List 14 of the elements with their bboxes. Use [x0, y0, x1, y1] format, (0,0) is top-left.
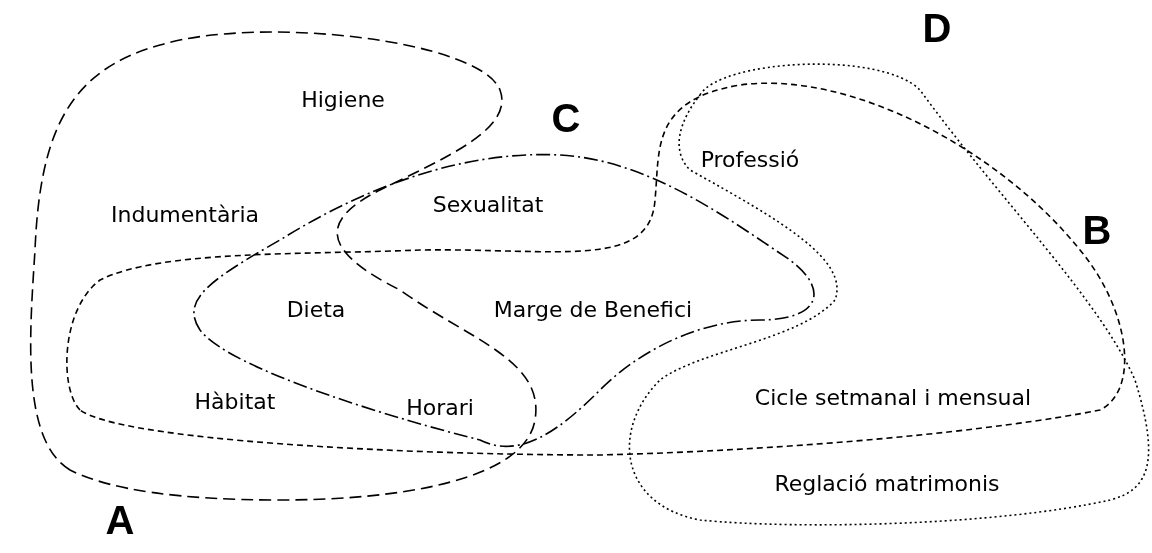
- region-label: Indumentària: [111, 204, 259, 226]
- region-label: Sexualitat: [432, 194, 544, 216]
- region-label: Hàbitat: [194, 391, 276, 413]
- region-label: Marge de Benefici: [493, 299, 693, 321]
- region-label: Cicle setmanal i mensual: [754, 387, 1032, 409]
- region-label: Higiene: [301, 89, 385, 111]
- region-letter: D: [922, 8, 952, 48]
- region-label: Horari: [406, 397, 474, 419]
- region-label: Dieta: [286, 299, 346, 321]
- region-letter: A: [105, 500, 135, 540]
- region-label: Reglació matrimonis: [774, 473, 1000, 495]
- region-label: Professió: [700, 149, 800, 171]
- region-letter: C: [551, 98, 581, 138]
- region-letter: B: [1082, 210, 1112, 250]
